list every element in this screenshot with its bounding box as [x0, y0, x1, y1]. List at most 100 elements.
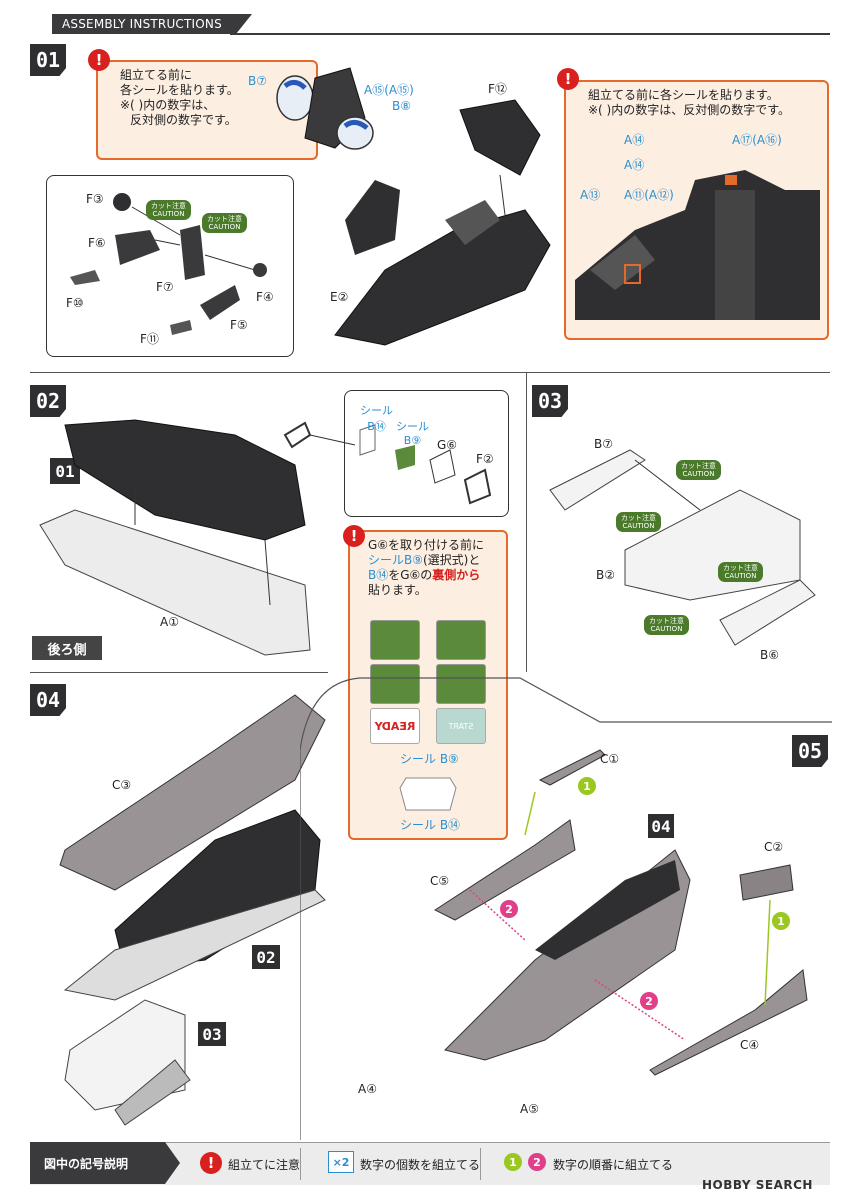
label-g6: G⑥ — [437, 438, 458, 452]
note-line: ※( )内の数字は、 — [120, 98, 216, 112]
sticker-option — [436, 664, 486, 704]
step2-inset-box — [344, 390, 509, 517]
label-c2: C② — [764, 840, 784, 854]
step1-sticker-parts-illustration — [276, 67, 374, 150]
label-b8: B⑧ — [392, 99, 411, 113]
note-line: ※( )内の数字は、反対側の数字です。 — [588, 103, 791, 117]
step5-assembly-illustration — [433, 749, 808, 1076]
warning-icon: ! — [343, 525, 365, 547]
note-text: (選択式)と — [423, 553, 481, 567]
sequence-1-badge: 1 — [772, 912, 790, 930]
label-f2: F② — [476, 452, 494, 466]
step-number-02: 02 — [30, 385, 66, 417]
step4-assembly-illustration — [59, 694, 326, 1126]
label-f12: F⑫ — [488, 82, 507, 96]
header-rule — [230, 33, 830, 35]
legend-title: 図中の記号説明 — [30, 1142, 180, 1184]
step1-subassembly-parts — [70, 193, 267, 335]
caution-badge: カット注意 CAUTION — [202, 213, 247, 233]
legend-separator — [480, 1148, 481, 1180]
label-sticker-b9: シール B⑨ — [400, 752, 459, 766]
label-c5: C⑤ — [430, 874, 450, 888]
note-emphasis: 裏側から — [432, 568, 481, 582]
label-a14-second: A⑭ — [624, 158, 645, 172]
note-text: をG⑥の — [388, 568, 433, 582]
ref-step-04: 04 — [648, 814, 674, 838]
label-f4: F④ — [256, 290, 274, 304]
step2-inset-parts — [283, 421, 492, 505]
step1-closeup-illustration — [575, 170, 820, 320]
section-divider — [30, 672, 328, 673]
sticker-option — [370, 620, 420, 660]
section-divider — [30, 372, 830, 373]
caution-badge: カット注意 CAUTION — [644, 615, 689, 635]
step-number-03: 03 — [532, 385, 568, 417]
note-line: G⑥を取り付ける前に — [368, 538, 485, 552]
caution-badge: カット注意 CAUTION — [676, 460, 721, 480]
sequence-1-badge: 1 — [578, 777, 596, 795]
sequence-2-badge: 2 — [640, 992, 658, 1010]
label-a15: A⑮(A⑮) — [364, 83, 414, 97]
sequence-1-badge: 1 — [504, 1153, 522, 1171]
label-a11: A⑪(A⑫) — [624, 188, 674, 202]
warning-icon: ! — [557, 68, 579, 90]
hobbysearch-watermark: HOBBY SEARCH — [702, 1178, 813, 1192]
label-seal-b9: シール B⑨ — [396, 420, 429, 447]
label-seal-b14: シール B⑭ — [360, 404, 393, 433]
note-line: 各シールを貼ります。 — [120, 83, 239, 97]
ref-step-02: 02 — [252, 945, 280, 969]
label-e2: E② — [330, 290, 349, 304]
note-line: 貼ります。 — [368, 583, 427, 597]
header-title: ASSEMBLY INSTRUCTIONS — [52, 14, 252, 34]
section-divider — [526, 372, 527, 672]
label-a13: A⑬ — [580, 188, 601, 202]
warning-icon: ! — [200, 1152, 222, 1174]
multiplier-badge: ×2 — [328, 1151, 354, 1173]
sticker-option — [370, 664, 420, 704]
step-number-04: 04 — [30, 684, 66, 716]
note-line: 組立てる前に各シールを貼ります。 — [588, 88, 779, 102]
label-b2: B② — [596, 568, 615, 582]
step1-subassembly-box — [46, 175, 294, 357]
label-a4: A④ — [358, 1082, 377, 1096]
step-number-01: 01 — [30, 44, 66, 76]
rear-side-label: 後ろ側 — [32, 636, 102, 660]
label-b6: B⑥ — [760, 648, 779, 662]
step-number-05: 05 — [792, 735, 828, 767]
caution-badge: カット注意 CAUTION — [146, 200, 191, 220]
sequence-2-badge: 2 — [528, 1153, 546, 1171]
note-line: 反対側の数字です。 — [130, 113, 237, 127]
legend-count-text: 数字の個数を組立てる — [360, 1158, 481, 1172]
label-f7: F⑦ — [156, 280, 174, 294]
ref-step-03: 03 — [198, 1022, 226, 1046]
warning-icon: ! — [88, 49, 110, 71]
label-f10: F⑩ — [66, 296, 84, 310]
label-sticker-b14: シール B⑭ — [400, 818, 461, 832]
step2-assembly-illustration — [39, 419, 311, 656]
label-c1: C① — [600, 752, 620, 766]
label-a14: A⑭ — [624, 133, 645, 147]
caution-badge: カット注意 CAUTION — [616, 512, 661, 532]
label-b7: B⑦ — [248, 74, 267, 88]
label-f3: F③ — [86, 192, 104, 206]
legend-caution-text: 組立てに注意 — [228, 1158, 301, 1172]
sequence-2-badge: 2 — [500, 900, 518, 918]
sticker-option — [436, 620, 486, 660]
label-c3: C③ — [112, 778, 132, 792]
legend-order-text: 数字の順番に組立てる — [553, 1158, 674, 1172]
step1-cockpit-illustration — [334, 99, 551, 346]
section-divider-curve — [300, 677, 832, 1140]
label-c4: C④ — [740, 1038, 760, 1052]
label-f6: F⑥ — [88, 236, 106, 250]
legend-separator — [300, 1148, 301, 1180]
label-a5: A⑤ — [520, 1102, 539, 1116]
caution-badge: カット注意 CAUTION — [718, 562, 763, 582]
label-a17: A⑰(A⑯) — [732, 133, 782, 147]
note-highlight: B⑭ — [368, 568, 389, 582]
note-highlight: シールB⑨ — [368, 553, 423, 567]
sticker-b14-shape — [399, 777, 457, 811]
label-a1: A① — [160, 615, 179, 629]
label-b7: B⑦ — [594, 437, 613, 451]
note-line: 組立てる前に — [120, 68, 193, 82]
label-f11: F⑪ — [140, 332, 159, 346]
